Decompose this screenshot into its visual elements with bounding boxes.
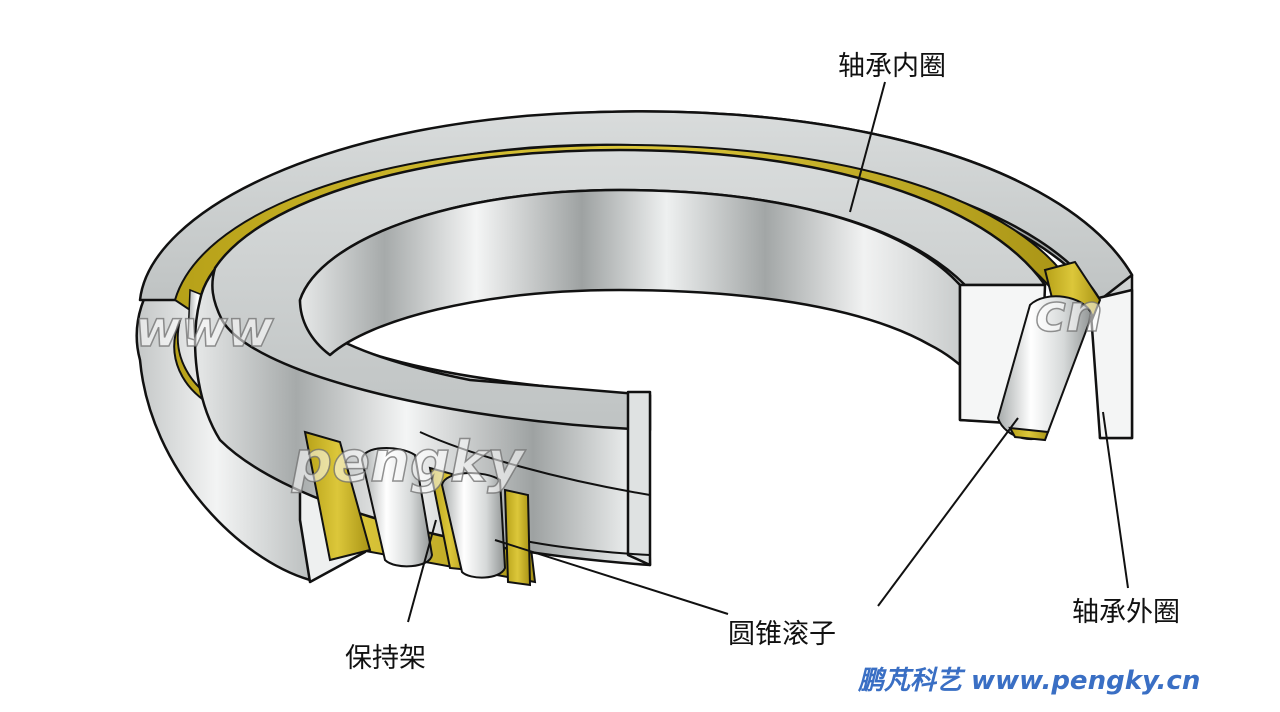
label-tapered-roller: 圆锥滚子 [728, 619, 836, 650]
leader-inner-ring [849, 81, 886, 213]
site-credit: 鹏芃科艺 www.pengky.cn [858, 666, 1201, 696]
leader-outer-ring [1102, 411, 1129, 589]
watermark-left: www [134, 299, 274, 359]
label-inner-ring: 轴承内圈 [838, 51, 946, 82]
leader-cage [407, 519, 437, 623]
leader-roller-front [494, 539, 729, 615]
label-outer-ring: 轴承外圈 [1072, 597, 1180, 628]
label-cage: 保持架 [345, 643, 426, 674]
watermark-center: pengky [291, 429, 524, 496]
leader-lines [407, 81, 1129, 623]
watermark-right: cn [1034, 283, 1103, 345]
leader-roller-right [877, 417, 1019, 607]
tapered-rollers-front [360, 447, 507, 579]
